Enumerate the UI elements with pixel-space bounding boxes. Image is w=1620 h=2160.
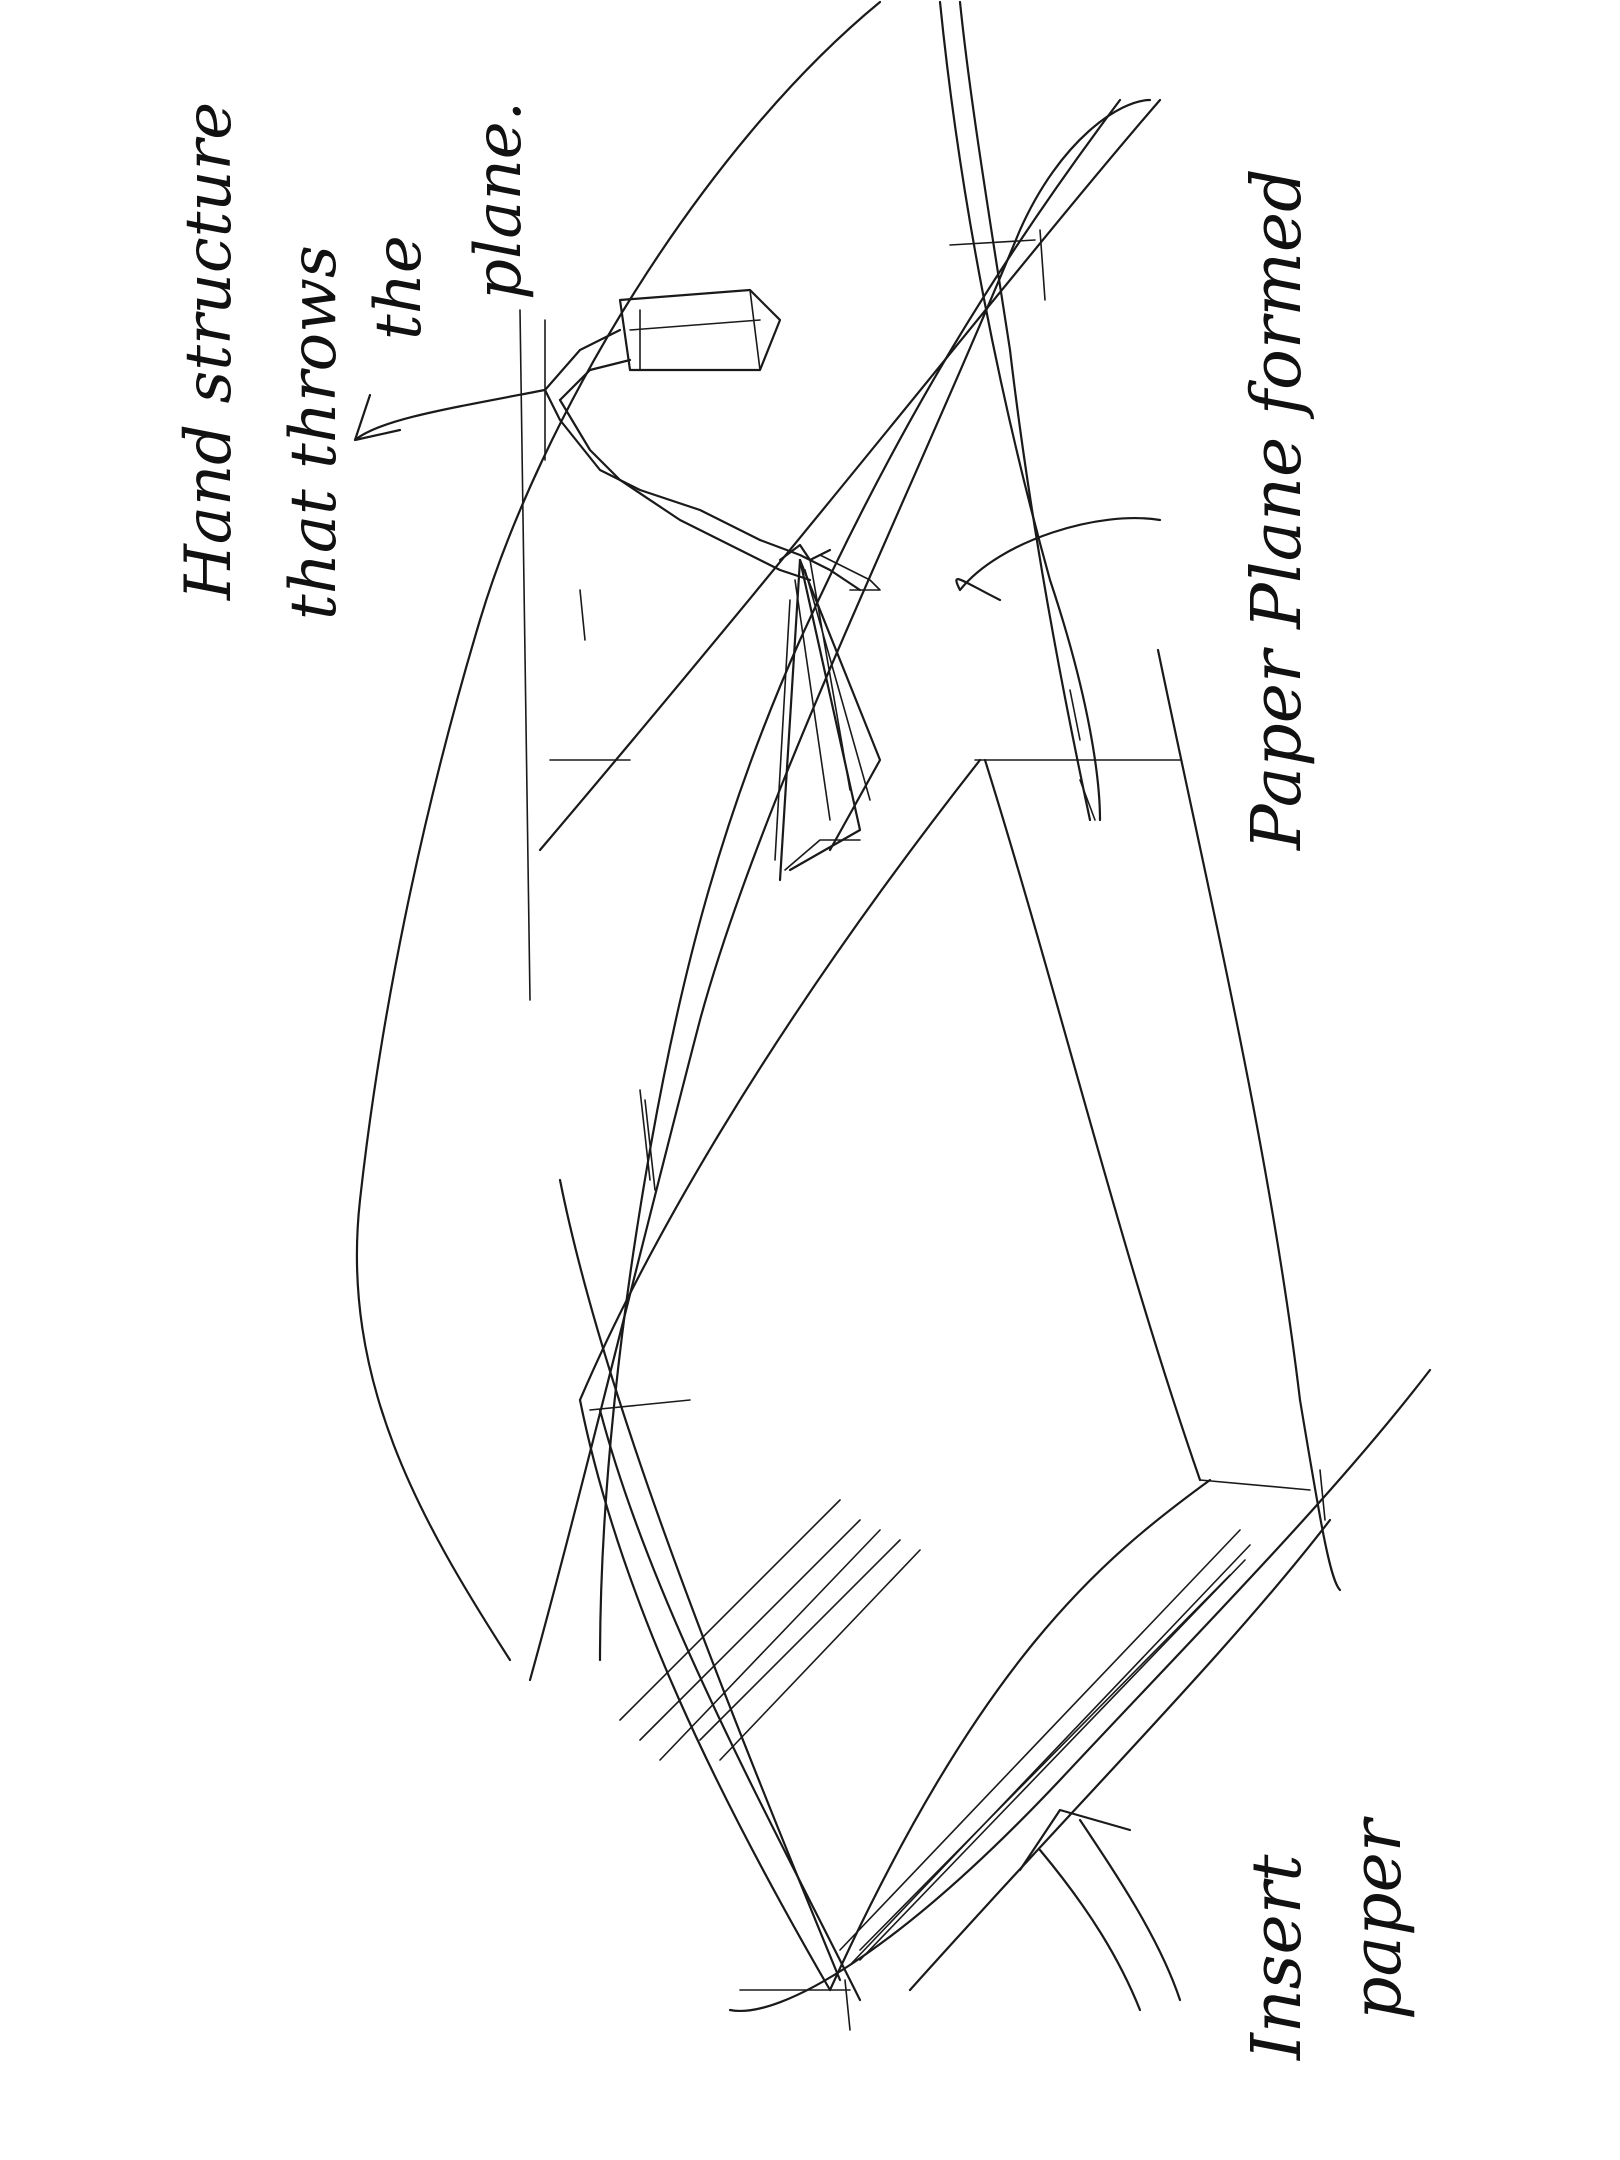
tick-4 xyxy=(580,590,585,640)
top-strip-right xyxy=(960,2,1090,820)
body-edge-top-1 xyxy=(530,100,1150,1680)
insert-label-line2: paper xyxy=(1338,1816,1417,2020)
paper-plane xyxy=(775,560,880,880)
right-strip-2 xyxy=(730,1370,1430,2011)
inner-panel-left xyxy=(580,1400,830,1990)
plane-label: Paper Plane formed xyxy=(1238,168,1317,852)
tick-11 xyxy=(520,310,530,1000)
insert-arrow-line-1 xyxy=(1040,1850,1140,2010)
tick-7 xyxy=(1200,1480,1310,1490)
hand-label-line3: the xyxy=(362,235,436,340)
plane-label-arrow xyxy=(956,518,1160,600)
body-edge-top-2 xyxy=(600,100,1120,1660)
hand-label-line1: Hand structure xyxy=(172,102,246,601)
inner-panel-bottom xyxy=(830,1480,1210,1990)
shade-4 xyxy=(1080,780,1095,820)
hand-label-line2: that throws xyxy=(277,245,351,620)
inner-panel-top xyxy=(580,760,980,1400)
insert-arrow-head xyxy=(1020,1810,1130,1870)
insert-label-line1: Insert xyxy=(1238,1854,1317,2062)
hand-label-arrow xyxy=(355,390,545,440)
insert-slot xyxy=(620,1500,1250,1965)
tick-6 xyxy=(590,1400,690,1410)
insert-arrow-line-2 xyxy=(1080,1820,1180,2000)
tick-10 xyxy=(845,1980,850,2030)
right-strip-1 xyxy=(540,100,1160,850)
hand-mount-box xyxy=(620,290,780,370)
tick-8 xyxy=(1320,1470,1325,1520)
hand-label-line4: plane. xyxy=(462,101,536,300)
inner-panel-right xyxy=(985,760,1200,1480)
top-strip-left xyxy=(940,2,1100,820)
